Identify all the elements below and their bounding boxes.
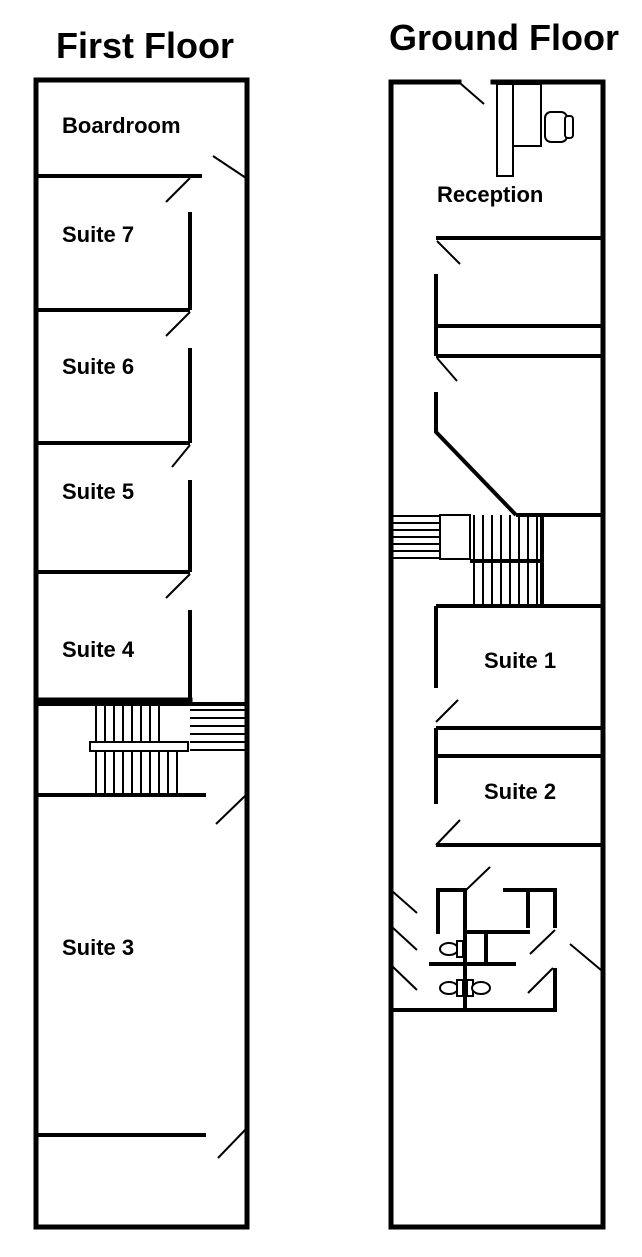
toilet-right-cubicle-wall — [503, 888, 557, 928]
corridor-diagonal-wall — [434, 392, 518, 517]
desk-top — [512, 83, 542, 147]
toilet-door-2 — [391, 926, 418, 951]
stair-landing — [439, 514, 471, 560]
stair-landing — [89, 741, 189, 752]
toilet-door-1 — [391, 890, 418, 914]
toilet-bottom-wall — [391, 968, 557, 1012]
first-floor-title: First Floor — [56, 25, 234, 66]
toilet-door-3 — [391, 965, 418, 991]
toilet-entry-door — [464, 866, 491, 892]
reception-label: Reception — [437, 182, 543, 207]
toilet-icon — [439, 940, 464, 958]
suite2-door — [435, 819, 461, 846]
office-lower-door — [436, 357, 458, 382]
toilet-bottom-door — [527, 967, 554, 994]
stair-upper-flight — [95, 704, 160, 742]
first-floor-outer-wall — [33, 77, 250, 1230]
suite4-door-top — [165, 573, 191, 599]
suite1-door — [435, 699, 459, 723]
stair-side-flight — [190, 709, 246, 751]
suite3-label: Suite 3 — [62, 935, 134, 960]
stair-lower-flight — [473, 563, 538, 606]
reception-desk — [496, 83, 542, 177]
stair-side-flight — [393, 515, 440, 559]
suite1-label: Suite 1 — [484, 648, 556, 673]
boardroom-label: Boardroom — [62, 113, 181, 138]
suite5-door-top — [171, 444, 191, 468]
suite5-label: Suite 5 — [62, 479, 134, 504]
toilet-icon — [466, 979, 491, 997]
desk-front — [496, 83, 514, 177]
suite7-label: Suite 7 — [62, 222, 134, 247]
washroom-door — [569, 943, 602, 971]
suite3-door — [215, 794, 247, 825]
ground-floor-plan: Ground Floor Reception — [388, 17, 619, 1230]
stair-lower-flight — [95, 751, 178, 793]
suite6-label: Suite 6 — [62, 354, 134, 379]
stair-upper-flight — [473, 515, 542, 559]
ground-floor-title: Ground Floor — [389, 17, 619, 58]
office-upper-door — [436, 240, 461, 265]
boardroom-door — [212, 155, 247, 179]
suite7-door-top — [165, 177, 191, 203]
suite2-label: Suite 2 — [484, 779, 556, 804]
first-floor-plan: First Floor Boardroom Suite 7 Suite 6 Su… — [33, 25, 250, 1230]
chair-icon — [544, 111, 574, 143]
toilet-icon — [439, 979, 464, 997]
ground-floor-stairwell — [393, 513, 601, 606]
toilet-right-door — [529, 929, 556, 955]
first-floor-stairwell — [36, 702, 246, 797]
bottom-room-door — [217, 1128, 247, 1159]
ground-floor-outer-wall — [388, 79, 606, 1230]
suite6-door-top — [165, 311, 191, 337]
toilet-left-cubicle-wall — [436, 888, 467, 1009]
suite4-label: Suite 4 — [62, 637, 135, 662]
entrance-door — [460, 83, 485, 105]
toilet-block — [391, 866, 602, 1012]
